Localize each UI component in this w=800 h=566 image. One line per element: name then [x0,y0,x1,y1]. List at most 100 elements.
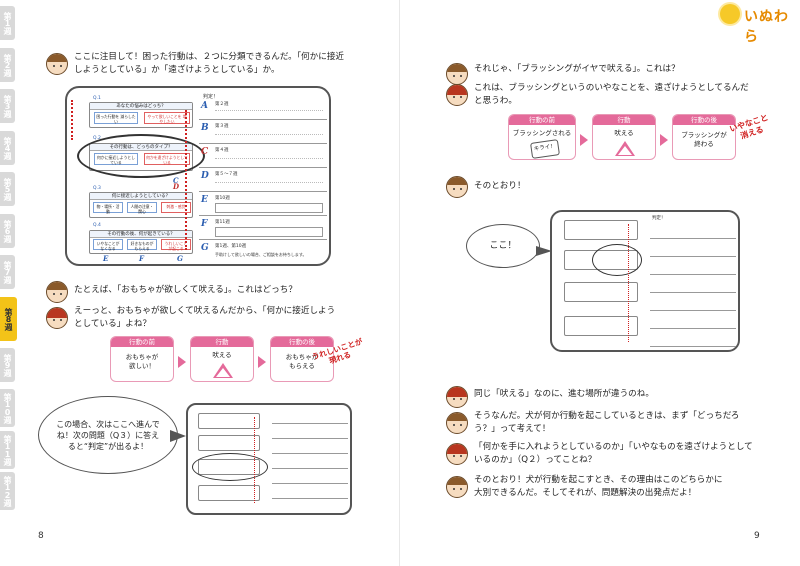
flow-behavior-label: 行動 [593,115,655,125]
judge-input-box [215,203,323,213]
q1-label: Q.1 [93,96,101,101]
flow-behavior-box: 行動 吠える [190,336,254,382]
judge-row-B: B 第３週 [199,122,327,144]
judge-input-box [215,227,323,237]
judge-week: 第３週 [215,124,229,129]
tab-week-6[interactable]: 第6週 [0,214,15,248]
flow-behavior-text: 吠える [212,351,232,359]
judge-row-G: G 第1週、第10週 手助けして欲しいの場合、ご相談をお待ちします。 [199,242,327,262]
mini-judge-row [272,486,348,499]
q3-label: Q.3 [93,186,101,191]
mini-judge-column [272,411,348,511]
flow-after-text: ブラッシングが 終わる [681,131,727,148]
mini-judge-row [272,471,348,484]
right-dialog-6: 「何かを手に入れようとしているのか」「いやなものを遠ざけようとして いるのか」（… [474,441,794,467]
question-column: Q.1 あなたの悩みはどっち？ 困った行動を 減らしたい やって欲しいことを 増… [71,96,205,263]
judge-row-A: A 第２週 [199,100,327,120]
tab-week-5[interactable]: 第5週 [0,172,15,206]
mini-judge-row [650,296,736,311]
tab-week-1[interactable]: 第1週 [0,6,15,40]
here-speech-bubble: ここ！ [466,224,540,268]
red-curve-arrow-icon [71,100,79,140]
letter-D-mini: D [173,182,180,191]
judge-line [215,110,323,111]
mini-chart-right: 判定！ [550,210,740,352]
mini-judge-column [650,224,736,348]
judge-row-E: E 第10週 [199,194,327,216]
q3-box: 何に接近しようとしている？ 物・場所・活動 人間の注意・関心 刺激・感覚 [89,192,193,218]
q1-box: あなたの悩みはどっち？ 困った行動を 減らしたい やって欲しいことを 増やしたい [89,102,193,128]
q2-highlight-circle [77,134,205,178]
tab-week-12[interactable]: 第12週 [0,472,15,510]
q1-title: あなたの悩みはどっち？ [90,103,192,110]
judge-line [215,134,323,135]
mini-judge-row [272,456,348,469]
judge-row-C: C 第４週 [199,146,327,168]
dialog-line: と思うわ。 [474,96,517,106]
mini-q-box [198,485,260,501]
judge-week: 第1週、第10週 [215,244,247,249]
flow-before-text: ブラッシングされる [512,129,572,137]
mini-q-box [198,413,260,429]
q4-title: その行動の後、何が起きている？ [90,231,192,238]
mini-q-box [564,282,638,302]
judge-week: 第５～７週 [215,172,238,177]
right-dialog-2: これは、ブラッシングというのいやなことを、遠ざけようとしてるんだ と思うわ。 [474,82,784,108]
left-dialog-1: ここに注目して！困った行動は、２つに分類できるんだ。「何かに接近 しようとしてい… [74,51,394,77]
tab-week-4[interactable]: 第4週 [0,131,15,165]
mini-judge-row [650,242,736,257]
flow-arrow-1-icon [580,134,588,146]
letter-E-mini: E [103,254,109,263]
dialog-line: そのとおり！犬が行動を起こすとき、その理由はこのどちらかに [474,475,723,485]
dialog-line: 大別できるんだ。そしてそれが、問題解決の出発点だよ！ [474,488,697,498]
week-tabs: 第1週 第2週 第3週 第4週 第5週 第6週 第7週 第8週 第9週 第10週… [0,0,20,510]
boy-avatar [446,476,468,498]
q3-option-1: 物・場所・活動 [93,202,123,214]
tab-week-7[interactable]: 第7週 [0,255,15,289]
judge-letter: B [201,123,209,133]
boy-avatar [446,412,468,434]
right-behavior-flow: 行動の前 ブラッシングされる キライ！ 行動 吠える 行動の後 ブラッシングが … [508,113,778,164]
judge-letter: D [201,171,209,181]
logo: いぬわら [720,4,796,45]
judge-line [215,182,323,183]
mini-judge-row [272,426,348,439]
tab-week-8[interactable]: 第8週 [0,297,17,341]
q4-label: Q.4 [93,223,101,228]
judge-row-D: D 第５～７週 [199,170,327,192]
tab-week-11[interactable]: 第11週 [0,431,15,469]
letter-G-mini: G [177,254,183,263]
boy-avatar [46,53,68,75]
dialog-line: これは、ブラッシングというのいやなことを、遠ざけようとしてるんだ [474,83,749,93]
q3-option-3: 刺激・感覚 [161,202,191,213]
mini-q-box [198,435,260,451]
q4-option-3: うれしいことが起こる [161,239,191,251]
dislike-text: キライ！ [533,143,557,153]
mini-judge-row [650,260,736,275]
dialog-line: えーっと、おもちゃが欲しくて吠えるんだから、「何かに接近しよう [74,306,336,316]
q2-highlight-circle [592,244,642,276]
judge-letter: C [201,147,209,157]
judge-title: 判定！ [203,94,219,100]
mini-chart-left [186,403,352,515]
flow-behavior-box: 行動 吠える [592,114,656,160]
tab-week-3[interactable]: 第3週 [0,89,15,123]
left-dialog-2: たとえば、「おもちゃが欲しくて吠える」。これはどっち？ [74,285,297,295]
q1-option-2: やって欲しいことを 増やしたい [144,112,190,124]
mini-judge-row [650,314,736,329]
right-dialog-7: そのとおり！犬が行動を起こすとき、その理由はこのどちらかに 大別できるんだ。そし… [474,474,784,500]
flow-arrow-1-icon [178,356,186,368]
right-dialog-1: それじゃ、「ブラッシングがイヤで吠える」。これは？ [474,64,680,74]
letter-F-mini: F [139,254,144,263]
q3-title: 何に接近しようとしている？ [90,193,192,200]
tab-week-9[interactable]: 第9週 [0,348,15,382]
sun-icon [720,4,740,24]
dislike-burst: キライ！ [530,139,560,159]
judge-week: 第10週 [215,196,230,201]
tab-week-10[interactable]: 第10週 [0,389,15,427]
dialog-line: う？」って考えて！ [474,424,551,434]
tab-week-2[interactable]: 第2週 [0,48,15,82]
hint-speech-bubble: この場合、次はここへ進んでね！次の問題（Q３）に答えると“判定”が出るよ！ [38,396,178,474]
mini-q-box [564,220,638,240]
judge-line [215,158,323,159]
